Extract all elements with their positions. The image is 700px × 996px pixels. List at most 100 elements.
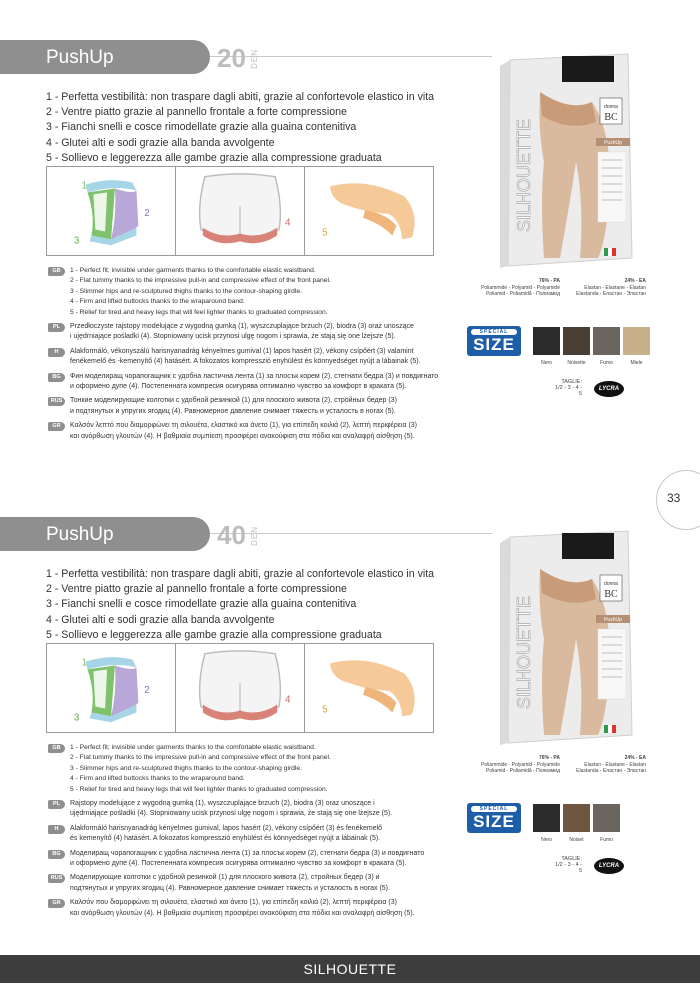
title-rule xyxy=(210,56,492,57)
lycra-logo: LYCRA xyxy=(594,381,624,397)
translation-line: Фин моделиращ чорапогащник с удобна ласт… xyxy=(70,372,439,380)
svg-text:BC: BC xyxy=(604,112,618,123)
color-name: Miele xyxy=(630,360,643,366)
language-badge: PL xyxy=(48,323,65,333)
translation-line: 4 - Firm and lifted buttocks thanks to t… xyxy=(70,775,245,783)
translation-line: 4 - Firm and lifted buttocks thanks to t… xyxy=(70,298,245,306)
sizes-values: 1/2 - 3 - 4 - 5 xyxy=(555,385,582,397)
illustration-legs-panel: 5 xyxy=(305,644,433,732)
translation-line: i ujędrniające pośladki (4). Stopniowany… xyxy=(70,333,396,341)
feature-item: 5 - Sollievo e leggerezza alle gambe gra… xyxy=(46,628,382,641)
color-option: Noisette xyxy=(563,327,590,366)
color-swatch xyxy=(623,327,650,355)
illustration-shape-panel: 1 2 3 xyxy=(47,167,176,255)
svg-text:5: 5 xyxy=(322,704,328,715)
product-title: PushUp xyxy=(46,47,114,68)
illustration-buttocks-panel: 4 xyxy=(176,644,305,732)
footer-bar: SILHOUETTE xyxy=(0,955,700,983)
feature-item: 2 - Ventre piatto grazie al pannello fro… xyxy=(46,583,347,596)
translation-bg: BG Фин моделиращ чорапогащник с удобна ла… xyxy=(48,372,478,393)
language-badge: RUS xyxy=(48,874,65,884)
translation-line: 5 - Relief for tired and heavy legs that… xyxy=(70,308,328,316)
legs-diagram: 5 xyxy=(322,183,415,240)
den-value: 20 xyxy=(217,43,246,73)
color-name: Fumo xyxy=(600,837,613,843)
color-swatch xyxy=(593,327,620,355)
product-title: PushUp xyxy=(46,524,114,545)
feature-item: 4 - Glutei alti e sodi grazie alla banda… xyxy=(46,136,275,149)
svg-text:2: 2 xyxy=(144,208,149,219)
size-label: SIZE xyxy=(473,812,515,831)
svg-text:4: 4 xyxy=(285,695,291,706)
translation-line: Моделирующие колготки с удобной резинкой… xyxy=(70,874,380,882)
color-option: Nero xyxy=(533,804,560,843)
feature-item: 4 - Glutei alti e sodi grazie alla banda… xyxy=(46,613,275,626)
buttocks-diagram: 4 xyxy=(198,173,291,244)
translation-line: και ανόρθωση γλουτών (4). Η βαθμιαία συμ… xyxy=(70,432,415,440)
page-number: 33 xyxy=(667,491,681,505)
legs-diagram: 5 xyxy=(322,660,415,717)
packaging-illustration: donna BC PushUp SILHOUETTE xyxy=(500,530,633,745)
shapewear-diagram: 1 2 3 xyxy=(74,657,150,723)
translation-line: Моделиращ чорапогащник с удобна ластична… xyxy=(70,849,425,857)
translation-line: 5 - Relief for tired and heavy legs that… xyxy=(70,785,328,793)
illustration-shape-panel: 1 2 3 xyxy=(47,644,176,732)
translation-line: 3 - Slimmer hips and re-sculptured thigh… xyxy=(70,287,302,295)
translation-line: подтянутых и упругих ягодиц (4). Равноме… xyxy=(70,884,390,892)
svg-text:PushUp: PushUp xyxy=(604,140,622,146)
svg-text:donna: donna xyxy=(604,581,618,587)
language-badge: BG xyxy=(48,372,65,382)
product-section-20den: PushUp 20 DEN 1 - Perfetta vestibilità: … xyxy=(0,40,700,510)
translation-line: Alakformáló harisnyanadrág kényelmes gum… xyxy=(70,824,383,832)
translation-line: Rajstopy modelujące z wygodną gumką (1),… xyxy=(70,800,375,808)
translation-line: και ανόρθωση γλουτών (4). Η βαθμιαία συμ… xyxy=(70,909,415,917)
translation-rus: RUS Моделирующие колготки с удобной резин… xyxy=(48,873,478,894)
svg-text:PushUp: PushUp xyxy=(604,617,622,623)
sizes-values: 1/2 - 3 - 4 - 5 xyxy=(555,862,582,874)
translation-line: и оформено дупе (4). Постепенната компре… xyxy=(70,383,407,391)
feature-item: 1 - Perfetta vestibilità: non traspare d… xyxy=(46,568,435,580)
svg-text:3: 3 xyxy=(74,235,79,246)
buttocks-diagram: 4 xyxy=(198,650,291,721)
color-swatch xyxy=(563,327,590,355)
packaging-illustration: donna BC PushUp SILHOUETTE xyxy=(500,53,633,268)
color-swatch xyxy=(593,804,620,832)
sizes-label: TAGLIE: xyxy=(561,856,582,862)
den-value: 40 xyxy=(217,520,246,550)
svg-text:3: 3 xyxy=(74,712,79,723)
illustration-buttocks-panel: 4 xyxy=(176,167,305,255)
svg-text:5: 5 xyxy=(322,227,328,238)
den-unit: DEN xyxy=(250,49,259,69)
product-section-40den: PushUp 40 DEN 1 - Perfetta vestibilità: … xyxy=(0,517,700,987)
color-swatch xyxy=(563,804,590,832)
special-size-badge: SPECIAL SIZE xyxy=(467,803,521,833)
language-badge: H xyxy=(48,824,65,834)
footer-margin xyxy=(0,983,700,996)
translation-line: 2 - Flat tummy thanks to the impressive … xyxy=(70,277,331,285)
composition-elastane: 24% - EA Elastan - Elastane - Elastan El… xyxy=(576,278,646,297)
composition-elastane: 24% - EA Elastan - Elastane - Elastan El… xyxy=(576,755,646,774)
svg-text:SILHOUETTE: SILHOUETTE xyxy=(514,596,534,709)
language-badge: GR xyxy=(48,422,65,432)
translation-line: fenékemelő és -kemenyítő (4) hatásért. A… xyxy=(70,358,421,366)
svg-text:4: 4 xyxy=(285,218,291,229)
special-label: SPECIAL xyxy=(471,806,517,812)
translation-line: Καλσόν που διαμορφώνει τη σιλουέτα, ελασ… xyxy=(70,899,397,907)
feature-item: 3 - Fianchi snelli e cosce rimodellate g… xyxy=(46,121,357,134)
feature-item: 3 - Fianchi snelli e cosce rimodellate g… xyxy=(46,598,357,611)
color-option: Miele xyxy=(623,327,650,366)
illustration-strip: 1 2 3 4 5 xyxy=(46,166,434,256)
translation-line: Alakformáló, vékonyszálú harisnyanadrág … xyxy=(70,347,414,355)
svg-text:1: 1 xyxy=(82,181,87,192)
